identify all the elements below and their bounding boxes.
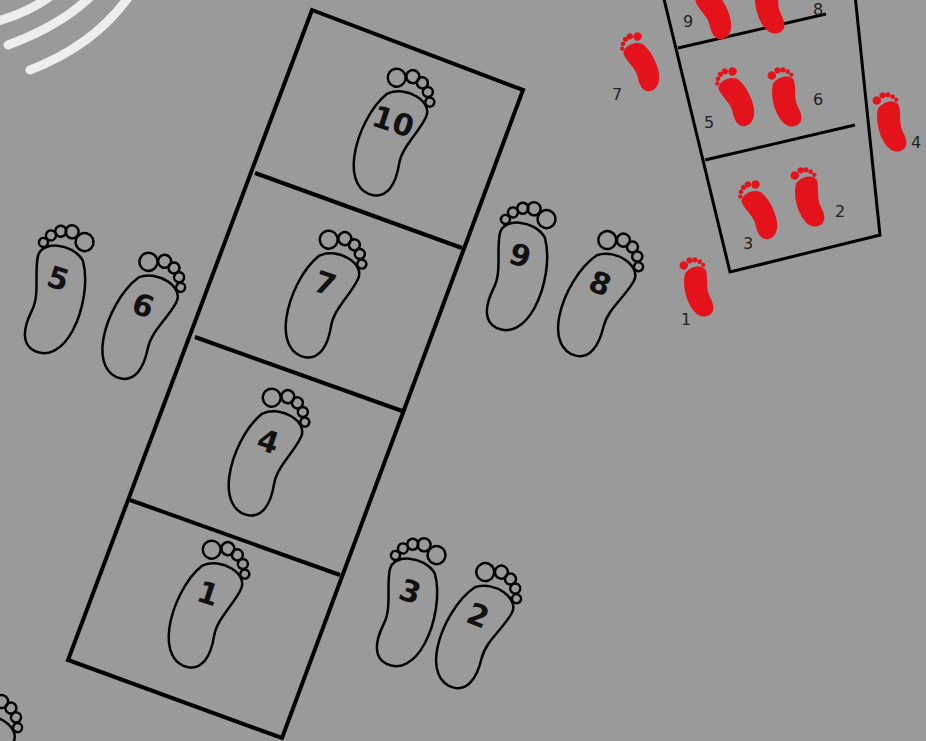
footprint-red bbox=[860, 81, 920, 160]
step-number: 3 bbox=[395, 575, 424, 610]
step-number: 6 bbox=[813, 92, 823, 108]
footprint: 4 bbox=[871, 85, 909, 155]
step-number: 8 bbox=[813, 2, 823, 18]
footprint: 9 bbox=[693, 0, 731, 43]
footprint-red bbox=[755, 56, 815, 135]
chalk-curves bbox=[0, 0, 130, 70]
footprint: 6 bbox=[103, 237, 183, 387]
footprint: 9 bbox=[480, 187, 560, 337]
footprint: 4 bbox=[228, 373, 308, 523]
footprint: 10 bbox=[353, 53, 433, 203]
step-number: 3 bbox=[743, 236, 753, 252]
footprint: 3 bbox=[370, 523, 450, 673]
step-number: 8 bbox=[585, 266, 616, 302]
step-number: 1 bbox=[681, 312, 691, 328]
footprint: 7 bbox=[285, 215, 365, 365]
step-number: 2 bbox=[463, 598, 494, 634]
hopscotch-grid bbox=[68, 10, 523, 738]
step-number: 7 bbox=[612, 87, 622, 103]
footprint-red bbox=[667, 246, 727, 325]
footprint-red bbox=[705, 56, 765, 135]
step-number: 7 bbox=[310, 267, 339, 302]
footprint: 8 bbox=[749, 0, 787, 37]
step-number: 5 bbox=[704, 115, 714, 131]
footprint: 2 bbox=[789, 160, 827, 230]
footprint: 6 bbox=[766, 60, 804, 130]
footprint: 1 bbox=[168, 525, 248, 675]
step-number: 1 bbox=[193, 577, 222, 612]
step-number: 9 bbox=[683, 14, 693, 30]
footprint: 3 bbox=[739, 173, 777, 243]
footprint: 1 bbox=[678, 250, 716, 320]
step-number: 4 bbox=[253, 425, 282, 460]
footprint: 7 bbox=[621, 25, 659, 95]
footprint-red bbox=[728, 169, 788, 248]
step-number: 10 bbox=[369, 101, 418, 142]
step-number: 6 bbox=[128, 288, 158, 323]
step-number: 2 bbox=[835, 204, 845, 220]
step-number: 9 bbox=[505, 239, 534, 274]
step-number: 4 bbox=[911, 135, 921, 151]
footprint-red bbox=[778, 156, 838, 235]
partial-footprint bbox=[0, 684, 31, 741]
small-hopscotch-grid bbox=[663, 0, 880, 272]
footprint: 8 bbox=[560, 215, 640, 365]
footprint: 5 bbox=[716, 60, 754, 130]
footprint-red bbox=[738, 0, 798, 41]
step-number: 5 bbox=[43, 262, 72, 297]
footprint: 5 bbox=[18, 210, 98, 360]
footprint: 2 bbox=[438, 547, 518, 697]
